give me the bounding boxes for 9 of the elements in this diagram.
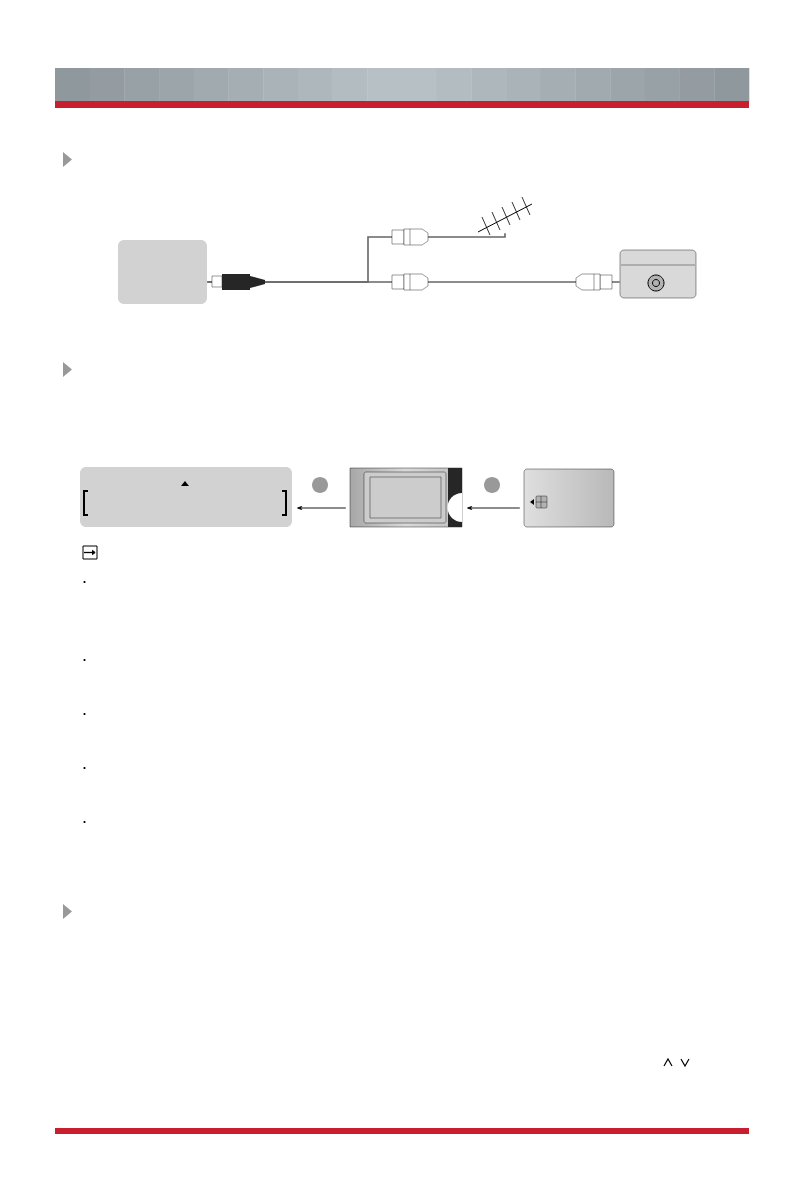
- device-panel: [118, 240, 207, 304]
- arrow: [297, 506, 347, 510]
- arrow: [467, 506, 521, 510]
- wall-socket: [619, 249, 697, 299]
- card-slot-panel: [80, 467, 292, 527]
- cable: [206, 232, 506, 283]
- antenna-drawing: [477, 196, 533, 236]
- ci-module: [349, 467, 463, 528]
- smart-card: [523, 468, 615, 528]
